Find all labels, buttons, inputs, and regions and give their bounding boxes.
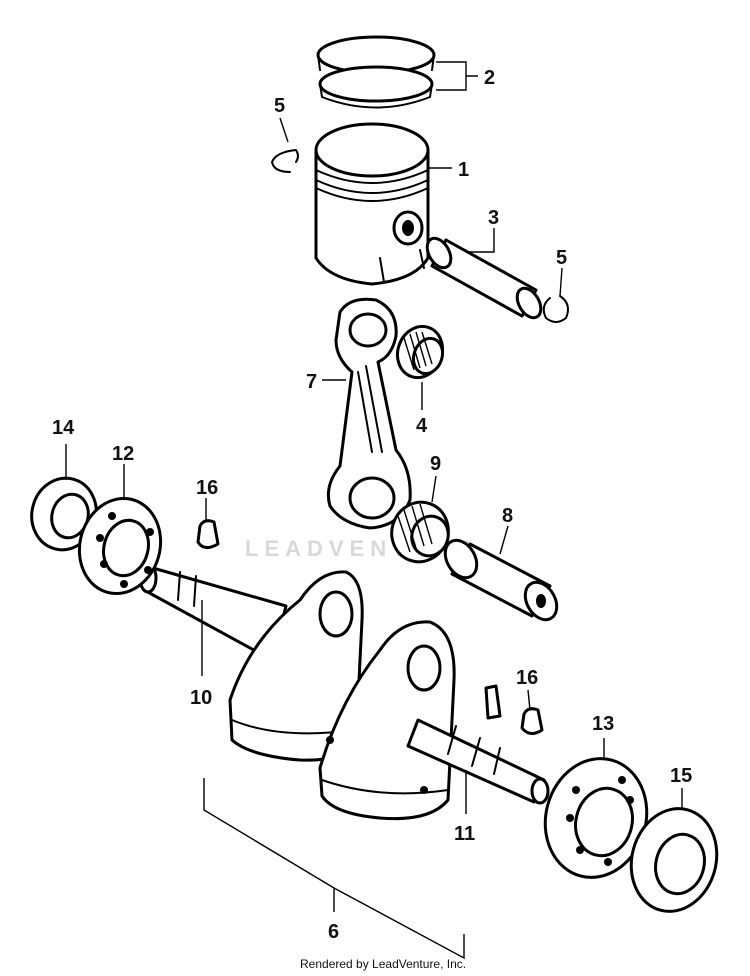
callout-16-left: 16 bbox=[196, 477, 218, 499]
callout-4: 4 bbox=[416, 415, 428, 437]
circlip-left bbox=[271, 149, 299, 173]
callout-3: 3 bbox=[488, 207, 499, 229]
crank-pin bbox=[443, 538, 559, 622]
callout-11: 11 bbox=[454, 823, 475, 845]
leader-lines bbox=[65, 61, 683, 960]
callout-8: 8 bbox=[502, 505, 513, 527]
oil-seal-right bbox=[629, 807, 719, 913]
ball-bearing-left bbox=[77, 496, 163, 596]
callout-1: 1 bbox=[458, 159, 469, 181]
small-end-bearing bbox=[395, 324, 445, 380]
crankshaft bbox=[138, 562, 550, 821]
woodruff-key-left bbox=[196, 519, 220, 549]
callout-7: 7 bbox=[306, 371, 317, 393]
ball-bearing-right bbox=[543, 757, 649, 879]
circlip-right bbox=[542, 295, 569, 323]
callout-16-right: 16 bbox=[516, 667, 538, 689]
callout-5-left: 5 bbox=[274, 95, 285, 117]
callout-10: 10 bbox=[190, 687, 212, 709]
callout-6: 6 bbox=[328, 921, 339, 943]
woodruff-key-right bbox=[520, 707, 544, 735]
callout-14: 14 bbox=[52, 417, 75, 439]
big-end-bearing bbox=[390, 500, 450, 564]
callout-13: 13 bbox=[592, 713, 614, 735]
callout-5-right: 5 bbox=[556, 247, 567, 269]
callouts: 1 2 3 4 5 5 6 7 8 9 10 11 12 13 14 15 16… bbox=[52, 67, 692, 943]
callout-2: 2 bbox=[484, 67, 495, 89]
piston-pin bbox=[425, 236, 543, 320]
footer-credit: Rendered by LeadVenture, Inc. bbox=[300, 957, 466, 971]
callout-12: 12 bbox=[112, 443, 134, 465]
callout-15: 15 bbox=[670, 765, 692, 787]
piston bbox=[314, 122, 430, 286]
connecting-rod bbox=[326, 297, 412, 530]
piston-rings bbox=[316, 35, 436, 109]
callout-9: 9 bbox=[430, 453, 441, 475]
